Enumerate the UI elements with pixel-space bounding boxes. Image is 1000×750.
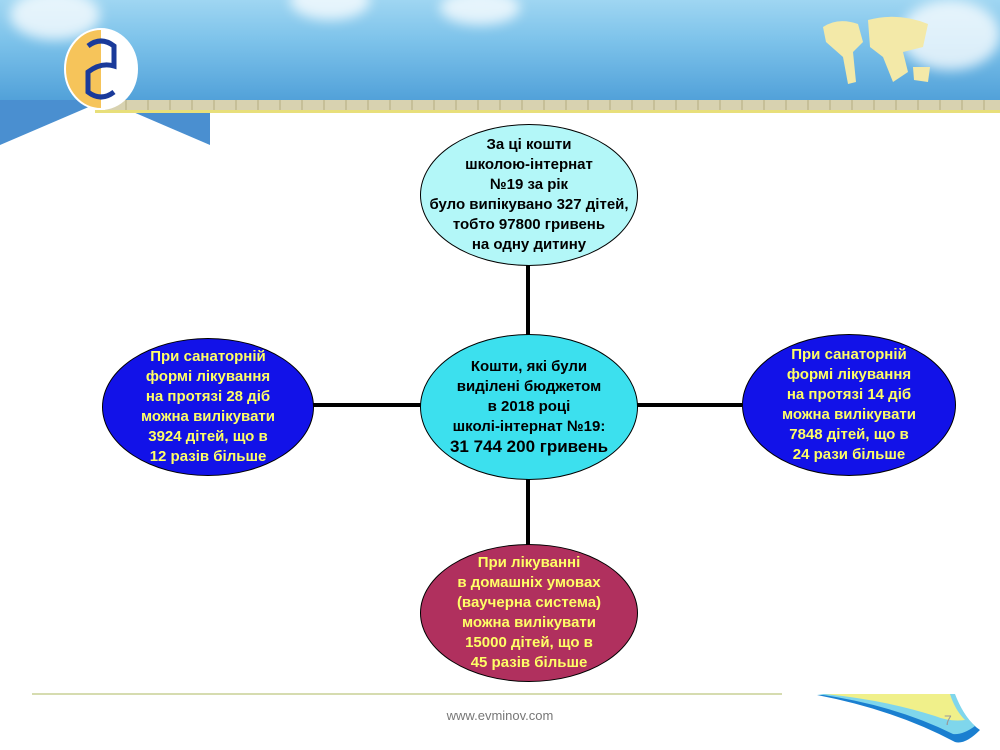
footer-swoosh-decoration bbox=[817, 694, 980, 743]
right-node-text: При санаторній формі лікування на протяз… bbox=[782, 346, 916, 463]
footer-divider bbox=[32, 693, 782, 695]
evminov-center-logo bbox=[64, 28, 138, 110]
bottom-node-ellipse: При лікуванні в домашніх умовах (ваучерн… bbox=[420, 544, 638, 682]
right-node-ellipse: При санаторній формі лікування на протяз… bbox=[742, 334, 956, 476]
world-map-icon bbox=[823, 16, 930, 85]
left-node-text: При санаторній формі лікування на протяз… bbox=[141, 348, 275, 465]
footer-url[interactable]: www.evminov.com bbox=[446, 708, 554, 723]
page-number: 7 bbox=[944, 712, 952, 728]
center-node-text: Кошти, які були виділені бюджетом в 2018… bbox=[452, 357, 606, 435]
center-node-amount: 31 744 200 гривень bbox=[449, 436, 609, 456]
top-node-ellipse: За ці кошти школою-інтернат №19 за рік б… bbox=[420, 124, 638, 266]
bottom-node-text: При лікуванні в домашніх умовах (ваучерн… bbox=[456, 554, 602, 671]
header-stripe bbox=[105, 100, 1000, 110]
left-node-ellipse: При санаторній формі лікування на протяз… bbox=[102, 338, 314, 476]
top-node-text: За ці кошти школою-інтернат №19 за рік б… bbox=[429, 136, 629, 253]
center-node-ellipse: Кошти, які були виділені бюджетом в 2018… bbox=[420, 334, 638, 480]
header-stripe-line bbox=[95, 110, 1000, 113]
